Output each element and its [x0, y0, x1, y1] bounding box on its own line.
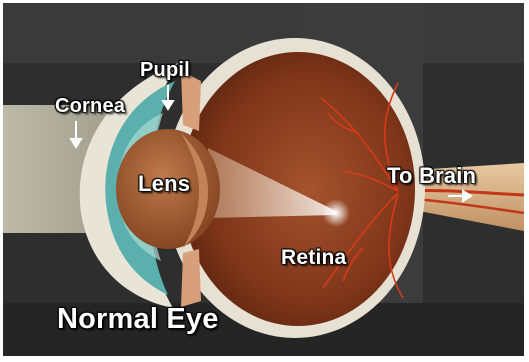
- focal-point: [322, 199, 350, 227]
- iris-lower: [181, 249, 201, 307]
- eye-diagram: Pupil Cornea Lens To Brain Retina Normal…: [3, 3, 524, 356]
- diagram-title: Normal Eye: [57, 303, 219, 336]
- cornea-label: Cornea: [55, 95, 125, 118]
- lens-label: Lens: [138, 171, 190, 197]
- pupil-label: Pupil: [140, 59, 190, 82]
- retina-label: Retina: [281, 246, 346, 270]
- to-brain-label: To Brain: [387, 163, 476, 189]
